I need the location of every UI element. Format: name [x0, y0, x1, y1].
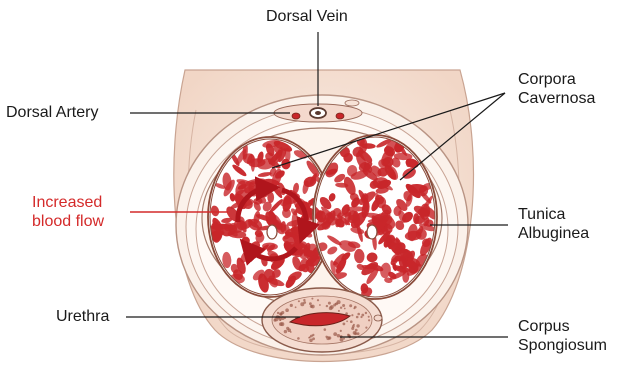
spongiosum-texture-dot — [365, 312, 367, 314]
spongiosum-texture-dot — [317, 299, 319, 301]
spongiosum-texture-dot — [324, 328, 327, 331]
spongiosum-texture-dot — [279, 322, 283, 326]
spongiosum-texture-dot — [277, 312, 279, 314]
spongiosum-texture-dot — [349, 304, 352, 307]
spongiosum-texture-dot — [309, 302, 312, 305]
label-dorsal-artery: Dorsal Artery — [6, 103, 98, 122]
spongiosum-texture-dot — [295, 306, 297, 308]
spongiosum-texture-dot — [368, 319, 370, 321]
label-urethra: Urethra — [56, 307, 109, 326]
spongiosum-texture-dot — [330, 305, 334, 309]
spongiosum-texture-dot — [337, 300, 341, 304]
spongiosum-texture-dot — [312, 337, 315, 340]
spongiosum-texture-dot — [340, 330, 342, 332]
spongiosum-texture-dot — [351, 327, 354, 330]
spongiosum-texture-dot — [356, 316, 359, 319]
sinusoid-mark — [363, 198, 369, 213]
spongiosum-texture-dot — [353, 324, 355, 326]
spongiosum-texture-dot — [284, 330, 287, 333]
spongiosum-texture-dot — [298, 300, 300, 302]
spongiosum-texture-dot — [308, 337, 310, 339]
spongiosum-texture-dot — [281, 311, 284, 314]
spongiosum-texture-dot — [319, 304, 321, 306]
spongiosum-texture-dot — [355, 329, 358, 332]
spongiosum-texture-dot — [326, 305, 328, 307]
spongiosum-texture-dot — [343, 323, 346, 326]
spongiosum-texture-dot — [312, 334, 314, 336]
sinusoid-mark — [267, 192, 274, 203]
spongiosum-texture-dot — [356, 324, 359, 327]
label-increased-blood-flow: Increased blood flow — [32, 193, 104, 231]
spongiosum-texture-dot — [346, 320, 348, 322]
label-corpora-cavernosa: Corpora Cavernosa — [518, 70, 595, 108]
spongiosum-texture-dot — [333, 332, 337, 336]
spongiosum-texture-dot — [337, 334, 340, 337]
spongiosum-texture-dot — [350, 320, 353, 323]
spongiosum-texture-dot — [357, 313, 360, 316]
spongiosum-texture-dot — [361, 314, 364, 317]
spongiosum-texture-dot — [338, 310, 340, 312]
spongiosum-texture-dot — [311, 298, 313, 300]
spongiosum-texture-dot — [328, 302, 331, 305]
label-corpus-spongiosum: Corpus Spongiosum — [518, 317, 607, 355]
label-tunica-albuginea: Tunica Albuginea — [518, 205, 589, 243]
dorsal-artery-vessel — [292, 113, 300, 119]
sinusoid-mark — [282, 234, 298, 243]
spongiosum-texture-dot — [344, 308, 346, 310]
spongiosum-texture-dot — [340, 338, 344, 342]
sinusoid-mark — [347, 206, 365, 211]
spongiosum-texture-dot — [297, 337, 300, 340]
spongiosum-texture-dot — [303, 299, 305, 301]
spongiosum-texture-dot — [285, 308, 289, 312]
spongiosum-texture-dot — [351, 314, 353, 316]
spongiosum-texture-dot — [290, 304, 293, 307]
spongiosum-texture-dot — [340, 307, 342, 309]
spongiosum-texture-dot — [343, 338, 345, 340]
spongiosum-texture-dot — [354, 332, 357, 335]
spongiosum-texture-dot — [311, 305, 315, 309]
spongiosum-texture-dot — [353, 307, 355, 309]
label-dorsal-vein: Dorsal Vein — [266, 7, 348, 26]
spongiosum-texture-dot — [342, 304, 345, 307]
spongiosum-texture-dot — [325, 336, 327, 338]
spongiosum-texture-dot — [287, 328, 291, 332]
spongiosum-texture-dot — [300, 302, 304, 306]
spongiosum-texture-dot — [368, 316, 370, 318]
spongiosum-texture-dot — [365, 327, 367, 329]
